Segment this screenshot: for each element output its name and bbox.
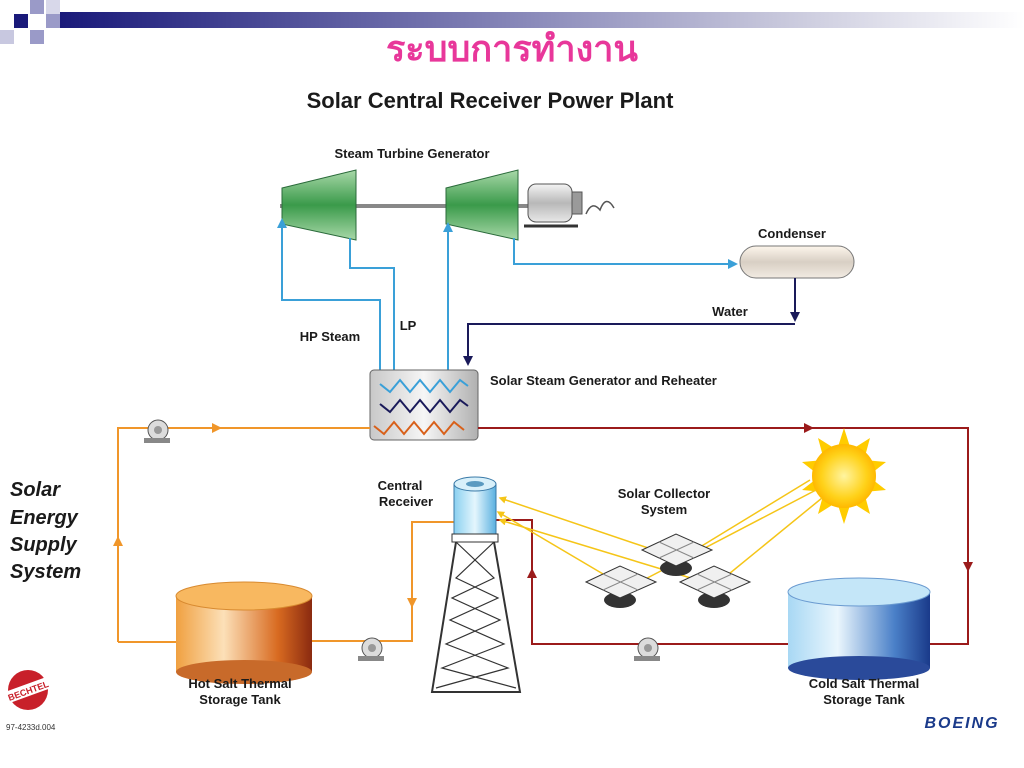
steam-generator-label: Solar Steam Generator and Reheater [490,373,717,388]
reflected-ray [496,511,621,585]
diagram-title: Solar Central Receiver Power Plant [307,88,674,113]
svg-text:Energy: Energy [10,507,79,529]
svg-text:System: System [10,561,81,583]
pump-icon-receiver [358,637,384,661]
central-receiver-tower [430,476,522,693]
condenser-label: Condenser [758,226,826,241]
central-receiver-label-2: Receiver [379,494,433,509]
bechtel-logo: BECHTEL [5,670,51,710]
heliostat-field [584,533,752,608]
central-receiver-label-1: Central [378,478,423,493]
pump-icon-hot [144,419,170,443]
condenser [739,245,855,279]
pump-icon-cold [634,637,660,661]
svg-text:Solar: Solar [10,479,61,501]
solar-collector-label-1: Solar Collector [618,486,710,501]
boeing-logo: BOEING [924,715,999,732]
hp-steam-label: HP Steam [300,329,360,344]
steam-turbine-label: Steam Turbine Generator [334,146,489,161]
cold-salt-tank-label-2: Storage Tank [823,692,905,707]
hp-steam-line [277,218,381,380]
lp-steam-line [349,238,399,382]
solar-collector-label-2: System [641,502,687,517]
sun-icon [802,428,886,524]
steam-turbine-generator [280,169,615,241]
solar-steam-generator [369,369,479,441]
hot-salt-tank [175,581,313,684]
lp-label: LP [400,318,417,333]
power-plant-diagram: Solar Central Receiver Power Plant Steam… [0,88,1022,734]
exhaust-steam-line [513,238,738,269]
water-return-line [463,323,795,366]
power-output-icon [585,200,615,215]
header-band [0,0,1024,44]
cold-salt-tank [787,577,931,680]
hot-salt-tank-label-1: Hot Salt Thermal [188,676,291,691]
reflected-ray [498,496,661,553]
hot-salt-line [117,423,222,642]
slide-title: ระบบการทำงาน [385,29,639,69]
cold-salt-tank-label-1: Cold Salt Thermal [809,676,920,691]
document-number: 97-4233d.004 [6,723,56,732]
hot-salt-tank-label-2: Storage Tank [199,692,281,707]
solar-energy-supply-label: Solar Energy Supply System [10,479,81,583]
svg-text:Supply: Supply [10,534,78,556]
sunray [722,497,823,579]
water-label: Water [712,304,748,319]
sunray [680,479,811,559]
decorative-squares [0,0,60,44]
